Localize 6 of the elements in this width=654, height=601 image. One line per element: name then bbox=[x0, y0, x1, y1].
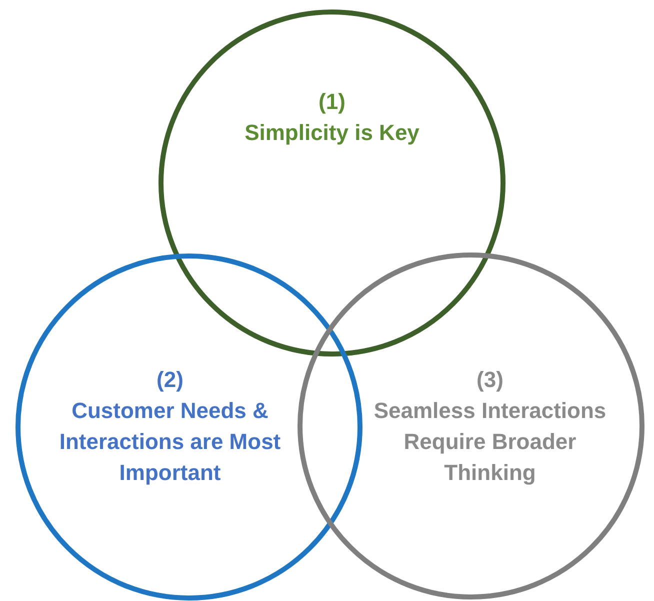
circle-title: Simplicity is Key bbox=[244, 119, 420, 147]
circle-title: Customer Needs & Interactions are Most Important bbox=[58, 397, 282, 487]
circle-number: (1) bbox=[318, 88, 346, 116]
circle-title: Seamless Interactions Require Broader Thinking bbox=[372, 397, 608, 487]
circle-number: (3) bbox=[476, 366, 504, 394]
circle-number: (2) bbox=[156, 366, 184, 394]
